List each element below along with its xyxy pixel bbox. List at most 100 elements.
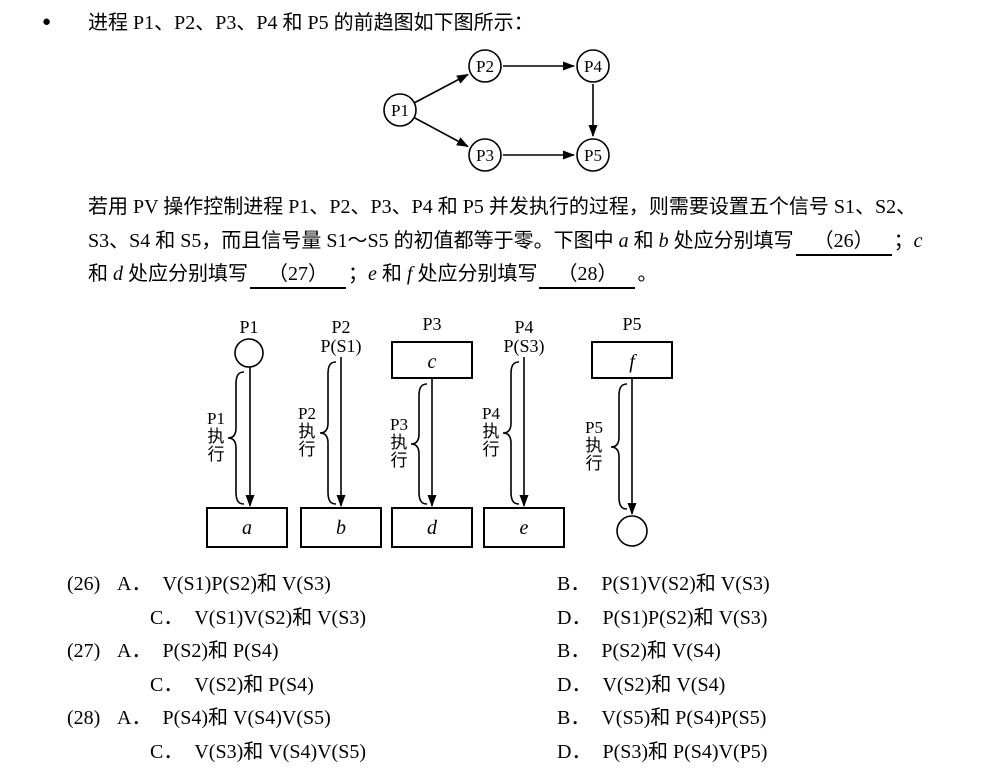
pv-box-c bbox=[391, 341, 473, 379]
paragraph-text: 处应分别填写 bbox=[668, 229, 794, 252]
var-f: f bbox=[406, 263, 413, 285]
exec-brace-p4 bbox=[502, 361, 520, 505]
blank-28: （28） bbox=[539, 262, 636, 289]
edge-p1-p2 bbox=[413, 73, 469, 104]
option-27-c: C． V(S2)和 P(S4) bbox=[150, 669, 557, 703]
var-a: a bbox=[618, 229, 629, 252]
exec-label-p1-c1: 执 bbox=[208, 427, 225, 446]
pv-box-d-letter: d bbox=[427, 517, 438, 539]
node-p3-label: P3 bbox=[476, 146, 494, 165]
option-28-d: D．P(S3)和 P(S4)V(P5) bbox=[557, 736, 767, 770]
option-text: P(S2)和 P(S4) bbox=[162, 640, 279, 663]
paragraph-line-3: 和 d 处应分别填写（27）；e 和 f 处应分别填写（28）。 bbox=[88, 258, 973, 292]
option-text: V(S1)P(S2)和 V(S3) bbox=[162, 573, 331, 595]
option-letter: C． bbox=[150, 673, 184, 696]
exec-label-p1: P1 bbox=[207, 409, 225, 428]
option-text: P(S4)和 V(S4)V(S5) bbox=[162, 707, 331, 730]
option-letter: A． bbox=[117, 707, 152, 730]
var-e: e bbox=[368, 263, 377, 285]
option-text: V(S3)和 V(S4)V(S5) bbox=[194, 740, 367, 763]
node-p4-label: P4 bbox=[584, 57, 602, 76]
option-text: V(S2)和 V(S4) bbox=[602, 673, 726, 696]
paragraph-text: 。 bbox=[637, 263, 658, 285]
option-letter: B． bbox=[557, 707, 591, 730]
question-28-row-cd: C． V(S3)和 V(S4)V(S5) D．P(S3)和 P(S4)V(P5) bbox=[67, 736, 770, 770]
paragraph-text: 若用 PV 操作控制进程 P1、P2、P3、P4 和 P5 并发执行的过程，则需… bbox=[88, 196, 917, 218]
node-p1 bbox=[383, 93, 417, 127]
pv-box-a-letter: a bbox=[242, 517, 252, 539]
paragraph-line-1: 若用 PV 操作控制进程 P1、P2、P3、P4 和 P5 并发执行的过程，则需… bbox=[88, 191, 973, 225]
exec-label-p3-c1: 执 bbox=[391, 433, 408, 452]
option-26-b: B．P(S1)V(S2)和 V(S3) bbox=[557, 568, 770, 602]
pv-diagram: P1 P2 P(S1) P3 P4 P(S3) P5 bbox=[206, 314, 673, 548]
exec-label-p5-c1: 执 bbox=[586, 436, 603, 455]
pv-box-d bbox=[391, 507, 473, 548]
pv-box-f bbox=[591, 341, 673, 379]
bullet-icon: ● bbox=[42, 14, 52, 30]
edge-p1-p3 bbox=[413, 116, 469, 148]
pv-box-b-letter: b bbox=[336, 517, 346, 539]
option-letter: D． bbox=[557, 673, 592, 696]
precedence-graph: P1 P2 P4 P3 P5 bbox=[383, 49, 610, 172]
paragraph-text: 和 bbox=[376, 263, 407, 285]
exec-label-p4-c2: 行 bbox=[483, 440, 500, 459]
pv-box-c-letter: c bbox=[428, 351, 437, 373]
option-text: V(S2)和 P(S4) bbox=[194, 673, 314, 696]
paragraph-text: ； bbox=[893, 229, 914, 252]
node-p5-label: P5 bbox=[584, 146, 602, 165]
option-26-a: A． V(S1)P(S2)和 V(S3) bbox=[117, 568, 557, 602]
var-b: b bbox=[658, 229, 669, 252]
choices-section: (26) A．V(S1)P(S2)和 V(S3) B．P(S1)V(S2)和 V… bbox=[67, 568, 770, 770]
node-p3 bbox=[468, 138, 502, 172]
exec-brace-p1 bbox=[227, 371, 245, 505]
pv-box-e-letter: e bbox=[520, 517, 529, 539]
question-27-number: (27) bbox=[67, 640, 101, 663]
paragraph-text: S3、S4 和 S5，而且信号量 S1～S5 的初值都等于零。下图中 bbox=[88, 229, 619, 252]
option-26-d: D．P(S1)P(S2)和 V(S3) bbox=[557, 602, 767, 636]
node-p2-label: P2 bbox=[476, 57, 494, 76]
paragraph-text: ； bbox=[348, 263, 368, 285]
pv-col2-op: P(S1) bbox=[320, 336, 361, 357]
option-text: V(S5)和 P(S4)P(S5) bbox=[601, 707, 767, 730]
exec-label-p4-c1: 执 bbox=[483, 422, 500, 441]
node-p2 bbox=[468, 49, 502, 83]
pv-col5-title: P5 bbox=[622, 314, 641, 334]
option-letter: C． bbox=[150, 606, 184, 629]
pv-start-circle bbox=[234, 338, 264, 368]
option-letter: C． bbox=[150, 740, 184, 763]
question-28-number: (28) bbox=[67, 707, 101, 730]
blank-27: （27） bbox=[250, 262, 346, 289]
indent-spacer bbox=[67, 602, 150, 636]
pv-col3-title: P3 bbox=[422, 314, 441, 334]
paragraph-line-2: S3、S4 和 S5，而且信号量 S1～S5 的初值都等于零。下图中 a 和 b… bbox=[88, 225, 973, 259]
option-text: P(S2)和 V(S4) bbox=[601, 640, 721, 663]
exec-label-p5: P5 bbox=[585, 418, 603, 437]
option-text: P(S1)V(S2)和 V(S3) bbox=[601, 573, 770, 595]
exec-brace-p5 bbox=[610, 383, 628, 510]
paragraph-text: 和 bbox=[88, 263, 113, 285]
question-paragraph: 若用 PV 操作控制进程 P1、P2、P3、P4 和 P5 并发执行的过程，则需… bbox=[88, 191, 973, 292]
option-letter: B． bbox=[557, 640, 591, 663]
paragraph-text: 处应分别填写 bbox=[123, 263, 248, 285]
option-letter: D． bbox=[557, 740, 592, 763]
exec-brace-p3 bbox=[410, 383, 428, 505]
intro-text: 进程 P1、P2、P3、P4 和 P5 的前趋图如下图所示： bbox=[88, 12, 534, 34]
exec-label-p2: P2 bbox=[298, 404, 316, 423]
pv-box-a bbox=[206, 507, 288, 548]
option-text: V(S1)V(S2)和 V(S3) bbox=[194, 606, 367, 629]
option-letter: A． bbox=[117, 573, 152, 595]
option-27-b: B． P(S2)和 V(S4) bbox=[557, 635, 721, 669]
node-p4 bbox=[576, 49, 610, 83]
exec-label-p2-c1: 执 bbox=[299, 422, 316, 441]
exec-brace-p2 bbox=[319, 361, 337, 505]
question-26-number: (26) bbox=[67, 573, 101, 595]
pv-col4-title: P4 bbox=[514, 317, 533, 337]
pv-box-f-letter: f bbox=[629, 351, 637, 373]
intro-line: ● 进程 P1、P2、P3、P4 和 P5 的前趋图如下图所示： bbox=[42, 6, 534, 35]
question-28-row-ab: (28) A． P(S4)和 V(S4)V(S5) B． V(S5)和 P(S4)P… bbox=[67, 702, 770, 736]
pv-box-e bbox=[483, 507, 565, 548]
pv-col4-op: P(S3) bbox=[503, 336, 544, 357]
blank-26: （26） bbox=[795, 229, 892, 256]
